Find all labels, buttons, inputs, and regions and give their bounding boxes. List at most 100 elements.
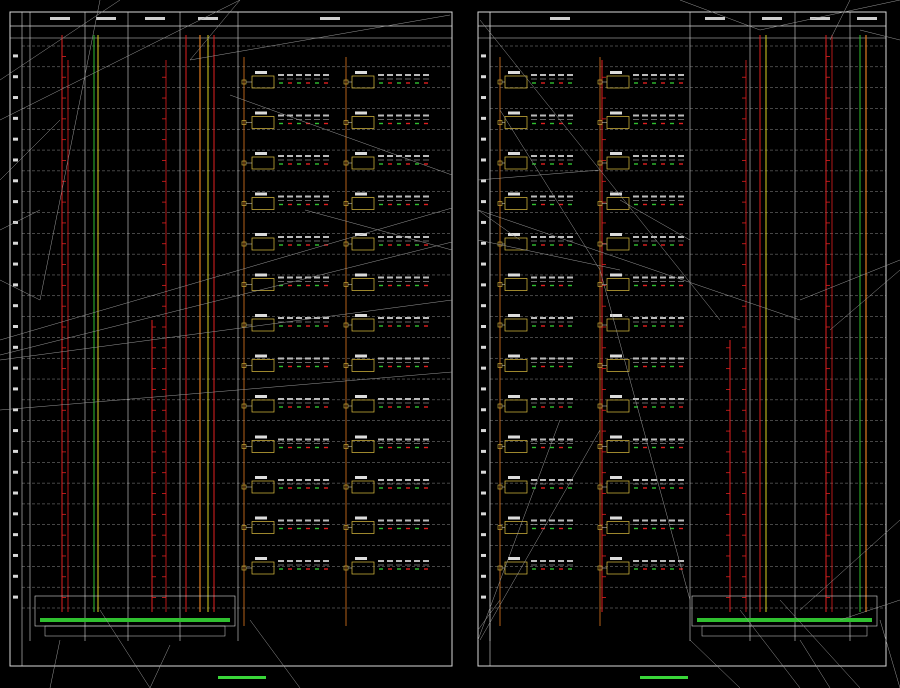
construction-line bbox=[0, 207, 453, 341]
floor-label bbox=[13, 574, 18, 578]
circuit-label bbox=[567, 479, 573, 481]
circuit-label bbox=[378, 317, 384, 319]
panel-label bbox=[610, 435, 622, 439]
circuit-label bbox=[633, 236, 639, 238]
circuit-label bbox=[531, 317, 537, 319]
circuit-label bbox=[414, 357, 420, 360]
circuit-label bbox=[669, 438, 675, 441]
circuit-label bbox=[296, 155, 302, 157]
circuit-label bbox=[414, 560, 420, 562]
floor-label bbox=[481, 179, 486, 183]
circuit-label bbox=[558, 479, 564, 481]
floor-label bbox=[481, 408, 486, 412]
circuit-label bbox=[558, 519, 564, 522]
circuit-label bbox=[378, 236, 384, 238]
circuit-label bbox=[278, 398, 284, 400]
circuit-label bbox=[423, 114, 429, 117]
circuit-label bbox=[678, 317, 684, 319]
circuit-label bbox=[287, 114, 293, 117]
floor-label bbox=[13, 533, 18, 537]
panel-box bbox=[606, 480, 630, 494]
circuit-label bbox=[323, 155, 329, 157]
circuit-label bbox=[567, 276, 573, 279]
circuit-label bbox=[296, 317, 302, 319]
panel-box bbox=[606, 318, 630, 332]
circuit-label bbox=[396, 317, 402, 319]
floor-label bbox=[13, 158, 18, 162]
circuit-label bbox=[651, 276, 657, 279]
construction-line bbox=[829, 269, 900, 331]
circuit-label bbox=[633, 317, 639, 319]
floor-label bbox=[481, 262, 486, 266]
circuit-label bbox=[678, 479, 684, 481]
circuit-label bbox=[660, 276, 666, 279]
circuit-label bbox=[669, 357, 675, 360]
construction-line bbox=[477, 209, 801, 321]
circuit-label bbox=[567, 155, 573, 157]
circuit-label bbox=[633, 276, 639, 279]
circuit-label bbox=[540, 479, 546, 481]
circuit-label bbox=[287, 195, 293, 198]
circuit-label bbox=[287, 155, 293, 157]
sheet-title-bar bbox=[218, 676, 266, 679]
circuit-label bbox=[558, 438, 564, 441]
circuit-label bbox=[549, 276, 555, 279]
circuit-label bbox=[387, 155, 393, 157]
circuit-label bbox=[396, 560, 402, 562]
circuit-label bbox=[567, 357, 573, 360]
circuit-label bbox=[323, 398, 329, 400]
circuit-label bbox=[396, 479, 402, 481]
circuit-label bbox=[305, 357, 311, 360]
circuit-label bbox=[660, 357, 666, 360]
panel-box bbox=[251, 237, 275, 251]
circuit-label bbox=[296, 114, 302, 117]
circuit-label bbox=[642, 276, 648, 279]
construction-line bbox=[189, 0, 241, 61]
left-riser-sheet bbox=[9, 11, 453, 667]
circuit-label bbox=[423, 236, 429, 238]
panel-box bbox=[351, 359, 375, 372]
circuit-label bbox=[405, 357, 411, 360]
panel-label bbox=[508, 273, 520, 277]
circuit-label bbox=[405, 74, 411, 76]
panel-box bbox=[251, 197, 275, 210]
panel-label bbox=[255, 71, 267, 74]
circuit-label bbox=[414, 479, 420, 481]
circuit-label bbox=[296, 357, 302, 360]
circuit-label bbox=[405, 155, 411, 157]
circuit-label bbox=[651, 357, 657, 360]
circuit-label bbox=[405, 398, 411, 400]
panel-box bbox=[504, 278, 528, 291]
panel-label bbox=[355, 111, 367, 115]
panel-label bbox=[508, 395, 520, 398]
circuit-label bbox=[660, 74, 666, 76]
circuit-label bbox=[669, 519, 675, 522]
construction-line bbox=[49, 639, 61, 688]
panel-label bbox=[255, 314, 267, 317]
circuit-label bbox=[305, 114, 311, 117]
circuit-label bbox=[540, 398, 546, 400]
panel-box bbox=[251, 75, 275, 89]
circuit-label bbox=[287, 357, 293, 360]
circuit-label bbox=[531, 479, 537, 481]
circuit-label bbox=[642, 155, 648, 157]
circuit-label bbox=[387, 398, 393, 400]
circuit-label bbox=[296, 479, 302, 481]
circuit-label bbox=[660, 398, 666, 400]
circuit-label bbox=[305, 276, 311, 279]
circuit-label bbox=[558, 317, 564, 319]
circuit-label bbox=[633, 74, 639, 76]
circuit-label bbox=[396, 236, 402, 238]
panel-box bbox=[251, 278, 275, 291]
panel-box bbox=[351, 197, 375, 210]
circuit-label bbox=[540, 317, 546, 319]
panel-box bbox=[351, 75, 375, 89]
panel-label bbox=[355, 435, 367, 439]
panel-label bbox=[610, 354, 622, 358]
floor-label bbox=[13, 96, 18, 100]
construction-line bbox=[0, 241, 453, 356]
circuit-label bbox=[378, 195, 384, 198]
circuit-label bbox=[396, 195, 402, 198]
floor-label bbox=[481, 449, 486, 453]
circuit-label bbox=[423, 317, 429, 319]
